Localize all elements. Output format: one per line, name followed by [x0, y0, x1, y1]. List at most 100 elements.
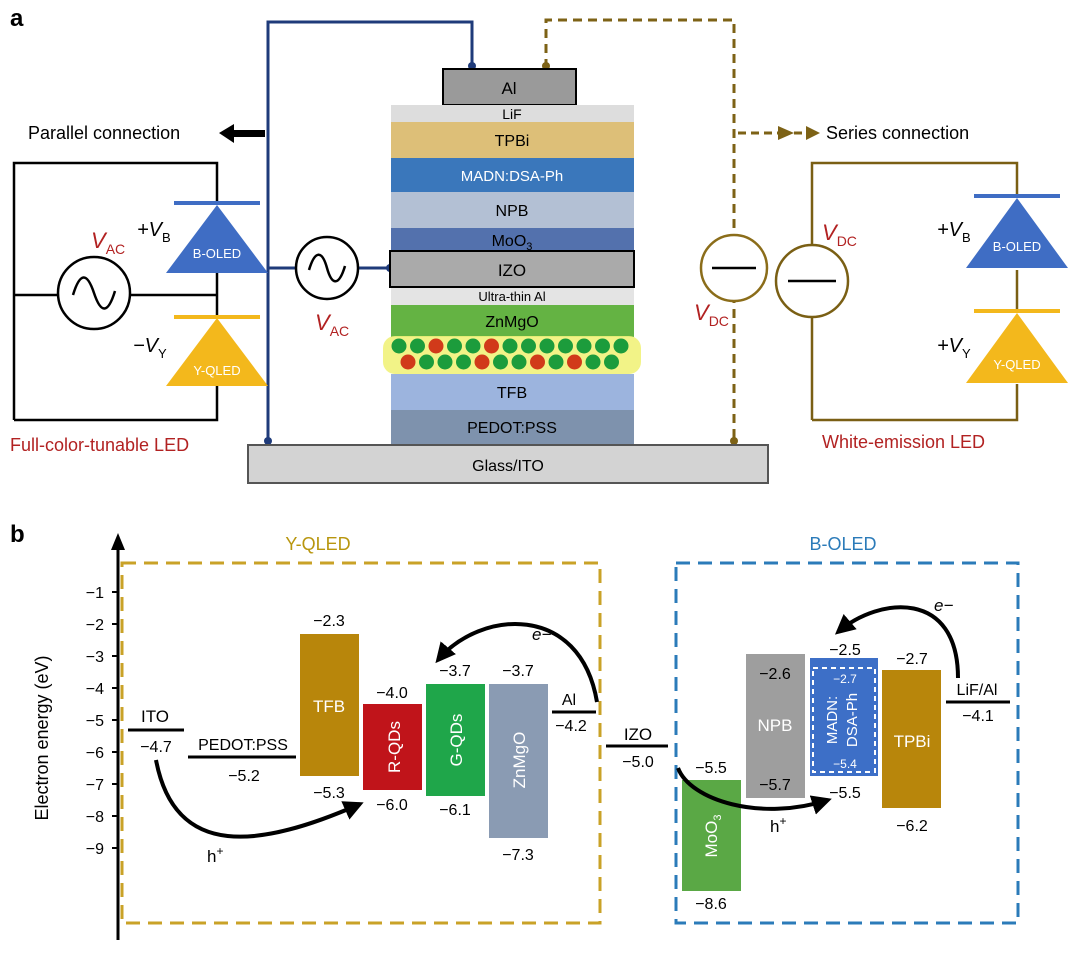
wire-node: [264, 437, 272, 445]
y-tick-label: −3: [86, 649, 104, 666]
tfb-label: TFB: [313, 697, 345, 716]
quantum-dot: [474, 354, 490, 370]
madn-bar: [810, 658, 878, 776]
v-ac-left-label: VAC: [91, 228, 125, 257]
layer-ultra-thin-al: [391, 288, 634, 305]
tpbi-label: TPBi: [894, 732, 931, 751]
minus-vy-left: −VY: [133, 335, 167, 361]
quantum-dot: [558, 338, 573, 354]
y-qled-left-label: Y-QLED: [193, 363, 240, 378]
layer-pedot: [391, 410, 634, 444]
izo-label: IZO: [624, 725, 652, 744]
b-oled-box: [674, 561, 1020, 925]
layer-tpbi-label: TPBi: [495, 133, 530, 150]
layer-npb-label: NPB: [496, 203, 529, 220]
quantum-dot: [595, 338, 610, 354]
quantum-dot: [493, 354, 508, 370]
b-oled-diode-icon: [966, 198, 1068, 268]
quantum-dot: [511, 354, 527, 370]
full-color-led-label: Full-color-tunable LED: [10, 435, 189, 455]
layer-izo-label: IZO: [498, 261, 526, 280]
y-qled-right-label: Y-QLED: [993, 357, 1040, 372]
quantum-dot-layer: [391, 338, 629, 370]
y-tick-label: −9: [86, 841, 104, 858]
electron-label-b-oled: e−: [934, 596, 953, 615]
gqds-label: G-QDs: [447, 714, 466, 767]
quantum-dot: [502, 338, 518, 354]
panel-a-label: a: [10, 5, 24, 32]
layer-tfb: [391, 374, 634, 410]
izo-value: −5.0: [622, 754, 654, 771]
b-oled-right-label: B-OLED: [993, 239, 1041, 254]
layer-madn-label: MADN:DSA-Ph: [461, 168, 564, 185]
ac-wave-icon: [71, 276, 117, 310]
layer-al-label: Al: [501, 79, 516, 98]
rqds-label: R-QDs: [385, 721, 404, 773]
y-qled-box: [120, 561, 602, 925]
y-axis-label: Electron energy (eV): [32, 655, 52, 820]
quantum-dot: [484, 338, 499, 354]
quantum-dot: [613, 338, 629, 354]
gqds-bar: [426, 684, 485, 796]
quantum-dot: [437, 354, 453, 370]
npb-bar: [746, 654, 805, 798]
white-emission-led-label: White-emission LED: [822, 432, 985, 452]
y-tick-label: −4: [86, 681, 104, 698]
znmgo-bar: [489, 684, 548, 838]
znmgo-label: ZnMgO: [510, 732, 529, 789]
ito-label: ITO: [141, 707, 169, 726]
layer-glass: [247, 444, 769, 484]
v-dc-right-label: VDC: [822, 220, 857, 249]
quantum-dot: [539, 338, 555, 354]
layer-lif-label: LiF: [502, 106, 521, 122]
series-connection-label: Series connection: [826, 123, 969, 143]
b-oled-diode-icon: [166, 205, 268, 273]
znmgo-bottom-value: −7.3: [502, 847, 534, 864]
series-arrow-icon: [738, 126, 820, 140]
y-qled-title: Y-QLED: [285, 534, 350, 554]
tpbi-top-value: −2.7: [896, 651, 928, 668]
y-tick-label: −7: [86, 777, 104, 794]
tfb-bar: [300, 634, 359, 776]
layer-moo3-label: MoO3: [492, 233, 533, 253]
quantum-dot: [400, 354, 416, 370]
quantum-dot: [391, 338, 407, 354]
quantum-dot: [456, 354, 471, 370]
madn-inner-box: [812, 667, 876, 773]
panel-b: b −1−2−3−4−5−6−7−8−9 Electron energy (eV…: [10, 521, 1020, 940]
quantum-dot: [465, 338, 481, 354]
parallel-connection-label: Parallel connection: [28, 123, 180, 143]
electron-arrow-b-oled: [834, 605, 960, 679]
ito-value: −4.7: [140, 739, 172, 756]
parallel-circuit: VAC B-OLED +VB Y-QLED −VY Full-color-tun…: [10, 161, 268, 455]
layer-lif: [391, 105, 634, 122]
quantum-dot: [585, 354, 601, 370]
rqds-top-value: −4.0: [376, 685, 408, 702]
moo3-top-value: −5.5: [695, 760, 727, 777]
y-qled-diode-icon: [966, 313, 1068, 383]
y-tick-label: −2: [86, 617, 104, 634]
lifal-value: −4.1: [962, 708, 994, 725]
b-oled-title: B-OLED: [809, 534, 876, 554]
lifal-label: LiF/Al: [957, 682, 998, 699]
madn-bottom-value: −5.5: [829, 785, 861, 802]
al-value: −4.2: [555, 718, 587, 735]
hole-label-y-qled: h+: [207, 844, 223, 866]
madn-label-1: MADN:: [824, 696, 841, 744]
pedot-value: −5.2: [228, 768, 260, 785]
gqds-top-value: −3.7: [439, 663, 471, 680]
quantum-dot: [410, 338, 425, 354]
madn-inner-bottom-value: −5.4: [833, 757, 857, 771]
npb-top-value: −2.6: [759, 666, 791, 683]
quantum-dot: [428, 338, 444, 354]
tpbi-bar: [882, 670, 941, 808]
series-wiring: [544, 18, 736, 441]
v-dc-label-mid: VDC: [694, 300, 729, 329]
quantum-dot: [567, 354, 582, 370]
tfb-bottom-value: −5.3: [313, 785, 345, 802]
y-axis-ticks: −1−2−3−4−5−6−7−8−9: [86, 585, 118, 858]
y-tick-label: −1: [86, 585, 104, 602]
plus-vy-right: +VY: [937, 335, 971, 361]
device-stack: Al LiF TPBi MADN:DSA-Ph NPB MoO3 IZO Ult…: [247, 68, 769, 484]
